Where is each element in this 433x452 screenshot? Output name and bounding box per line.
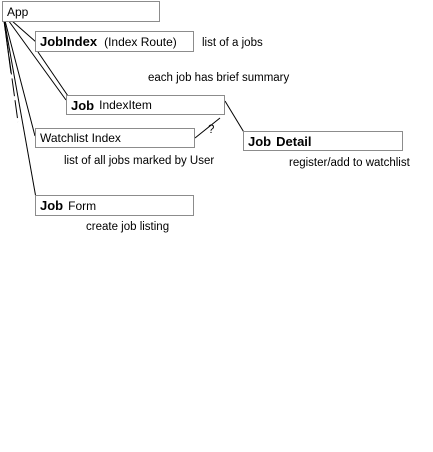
- edge-watchlist-jobdetail: [194, 117, 221, 139]
- job-index-note: list of a jobs: [202, 37, 263, 49]
- job-detail-node: Job Detail: [243, 131, 403, 151]
- job-index-item-note: each job has brief summary: [148, 72, 290, 84]
- watchlist-index-note: list of all jobs marked by User: [64, 155, 215, 167]
- job-index-item-node: Job IndexItem: [66, 95, 225, 115]
- job-detail-note: register/add to watchlist: [289, 157, 410, 169]
- job-detail-node-title: Job: [248, 133, 272, 149]
- edge-app-jobindexitem: [2, 12, 67, 101]
- job-index-node: JobIndex (Index Route): [35, 31, 194, 52]
- app-node: App: [2, 1, 160, 22]
- job-index-item-node-subtitle: IndexItem: [99, 98, 152, 112]
- job-form-node-subtitle: Form: [68, 198, 97, 213]
- question-mark-note: ?: [208, 124, 215, 136]
- edge-app-watchlist: [2, 12, 36, 137]
- job-form-note: create job listing: [86, 221, 170, 233]
- job-index-node-subtitle: (Index Route): [104, 34, 177, 49]
- watchlist-index-node: Watchlist Index: [35, 128, 195, 148]
- job-form-node-title: Job: [40, 198, 64, 213]
- edge-app-jobform: [2, 12, 37, 199]
- job-form-node: Job Form: [35, 195, 194, 216]
- app-node-label: App: [7, 4, 29, 19]
- job-index-node-title: JobIndex: [40, 34, 98, 49]
- edge-jobindexitem-jobdetail: [224, 100, 246, 135]
- watchlist-index-node-subtitle: Watchlist Index: [40, 131, 121, 145]
- edge-jobindex-jobindexitem: [37, 51, 69, 97]
- edge-app-dashed: [2, 12, 19, 123]
- job-index-item-node-title: Job: [71, 97, 95, 113]
- job-detail-node-subtitle: Detail: [276, 133, 312, 149]
